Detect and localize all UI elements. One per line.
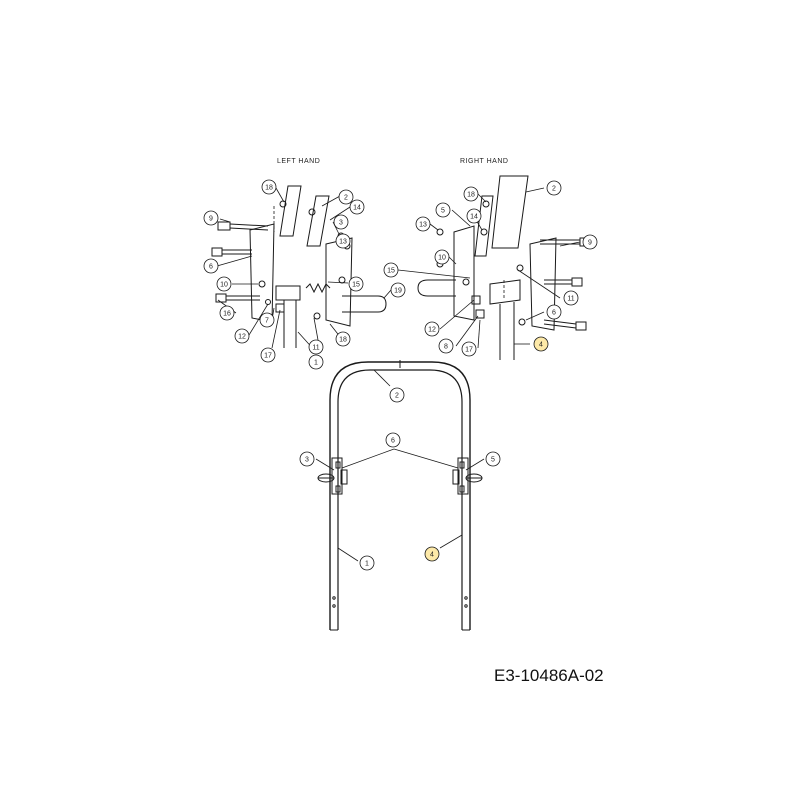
callout-label: 12: [238, 334, 246, 341]
callout-label: 2: [552, 186, 556, 193]
callout-left-3: 3: [333, 214, 349, 230]
callout-label: 8: [444, 344, 448, 351]
callout-right-2: 2: [546, 180, 562, 196]
right-hand-assembly: [397, 175, 593, 360]
callout-label: 3: [339, 220, 343, 227]
callout-right-13: 13: [415, 216, 431, 232]
callout-label: 7: [265, 318, 269, 325]
callout-label: 4: [430, 552, 434, 559]
callout-left-13: 13: [335, 233, 351, 249]
left-hand-assembly: [211, 185, 392, 353]
callout-left-9: 9: [203, 210, 219, 226]
callout-left-17: 17: [260, 347, 276, 363]
callout-right-4: 4: [533, 336, 549, 352]
callout-left-18: 18: [335, 331, 351, 347]
callout-right-15: 15: [383, 262, 399, 278]
callout-left-15: 15: [348, 276, 364, 292]
callout-left-7: 7: [259, 312, 275, 328]
callout-label: 18: [467, 192, 475, 199]
callout-left-10: 10: [216, 276, 232, 292]
callout-label: 18: [265, 185, 273, 192]
callout-label: 15: [352, 282, 360, 289]
callout-right-14: 14: [466, 208, 482, 224]
left-hand-title: LEFT HAND: [277, 158, 321, 165]
callout-right-17: 17: [461, 341, 477, 357]
callout-label: 17: [465, 347, 473, 354]
callout-right-6: 6: [546, 304, 562, 320]
callout-label: 6: [209, 264, 213, 271]
callout-label: 3: [305, 457, 309, 464]
callout-label: 19: [394, 288, 402, 295]
callout-label: 14: [470, 214, 478, 221]
callout-right-12: 12: [424, 321, 440, 337]
callout-main-6: 6: [385, 432, 401, 448]
callout-left-18: 18: [261, 179, 277, 195]
callout-label: 5: [491, 457, 495, 464]
callout-main-3: 3: [299, 451, 315, 467]
callout-label: 1: [314, 360, 318, 367]
handle-frame: [317, 360, 483, 631]
callout-main-4: 4: [424, 546, 440, 562]
callout-left-14: 14: [349, 199, 365, 215]
callout-label: 4: [539, 342, 543, 349]
callout-label: 11: [567, 296, 574, 303]
callout-label: 1: [365, 561, 369, 568]
callout-label: 6: [391, 438, 395, 445]
callout-label: 10: [220, 282, 228, 289]
callout-right-11: 11: [563, 290, 579, 306]
callout-left-12: 12: [234, 328, 250, 344]
callout-label: 17: [264, 353, 272, 360]
callout-label: 11: [312, 345, 319, 352]
callout-label: 13: [419, 222, 427, 229]
drawing-code: E3-10486A-02: [494, 666, 604, 685]
callout-label: 10: [438, 255, 446, 262]
callout-label: 18: [339, 337, 347, 344]
callout-label: 9: [209, 216, 213, 223]
callout-left-19: 19: [390, 282, 406, 298]
callout-right-18: 18: [463, 186, 479, 202]
right-hand-title: RIGHT HAND: [460, 158, 509, 165]
callout-right-8: 8: [438, 338, 454, 354]
callout-label: 16: [223, 311, 231, 318]
callout-label: 14: [353, 205, 361, 212]
callout-left-6: 6: [203, 258, 219, 274]
callout-main-2: 2: [389, 387, 405, 403]
callout-right-9: 9: [582, 234, 598, 250]
callout-left-2: 2: [338, 189, 354, 205]
callout-label: 2: [395, 393, 399, 400]
callout-label: 13: [339, 239, 347, 246]
callout-label: 9: [588, 240, 592, 247]
callout-main-5: 5: [485, 451, 501, 467]
callout-label: 12: [428, 327, 436, 334]
callout-label: 15: [387, 268, 395, 275]
callout-label: 2: [344, 195, 348, 202]
callout-main-1: 1: [359, 555, 375, 571]
callout-right-5: 5: [435, 202, 451, 218]
callout-right-10: 10: [434, 249, 450, 265]
callout-left-11: 11: [308, 339, 324, 355]
callout-label: 5: [441, 208, 445, 215]
main-leaders: [315, 369, 485, 562]
callout-left-16: 16: [219, 305, 235, 321]
callout-label: 6: [552, 310, 556, 317]
callout-left-1: 1: [308, 354, 324, 370]
callout-layer: 1821493136151019161271118171182514139101…: [203, 179, 598, 571]
